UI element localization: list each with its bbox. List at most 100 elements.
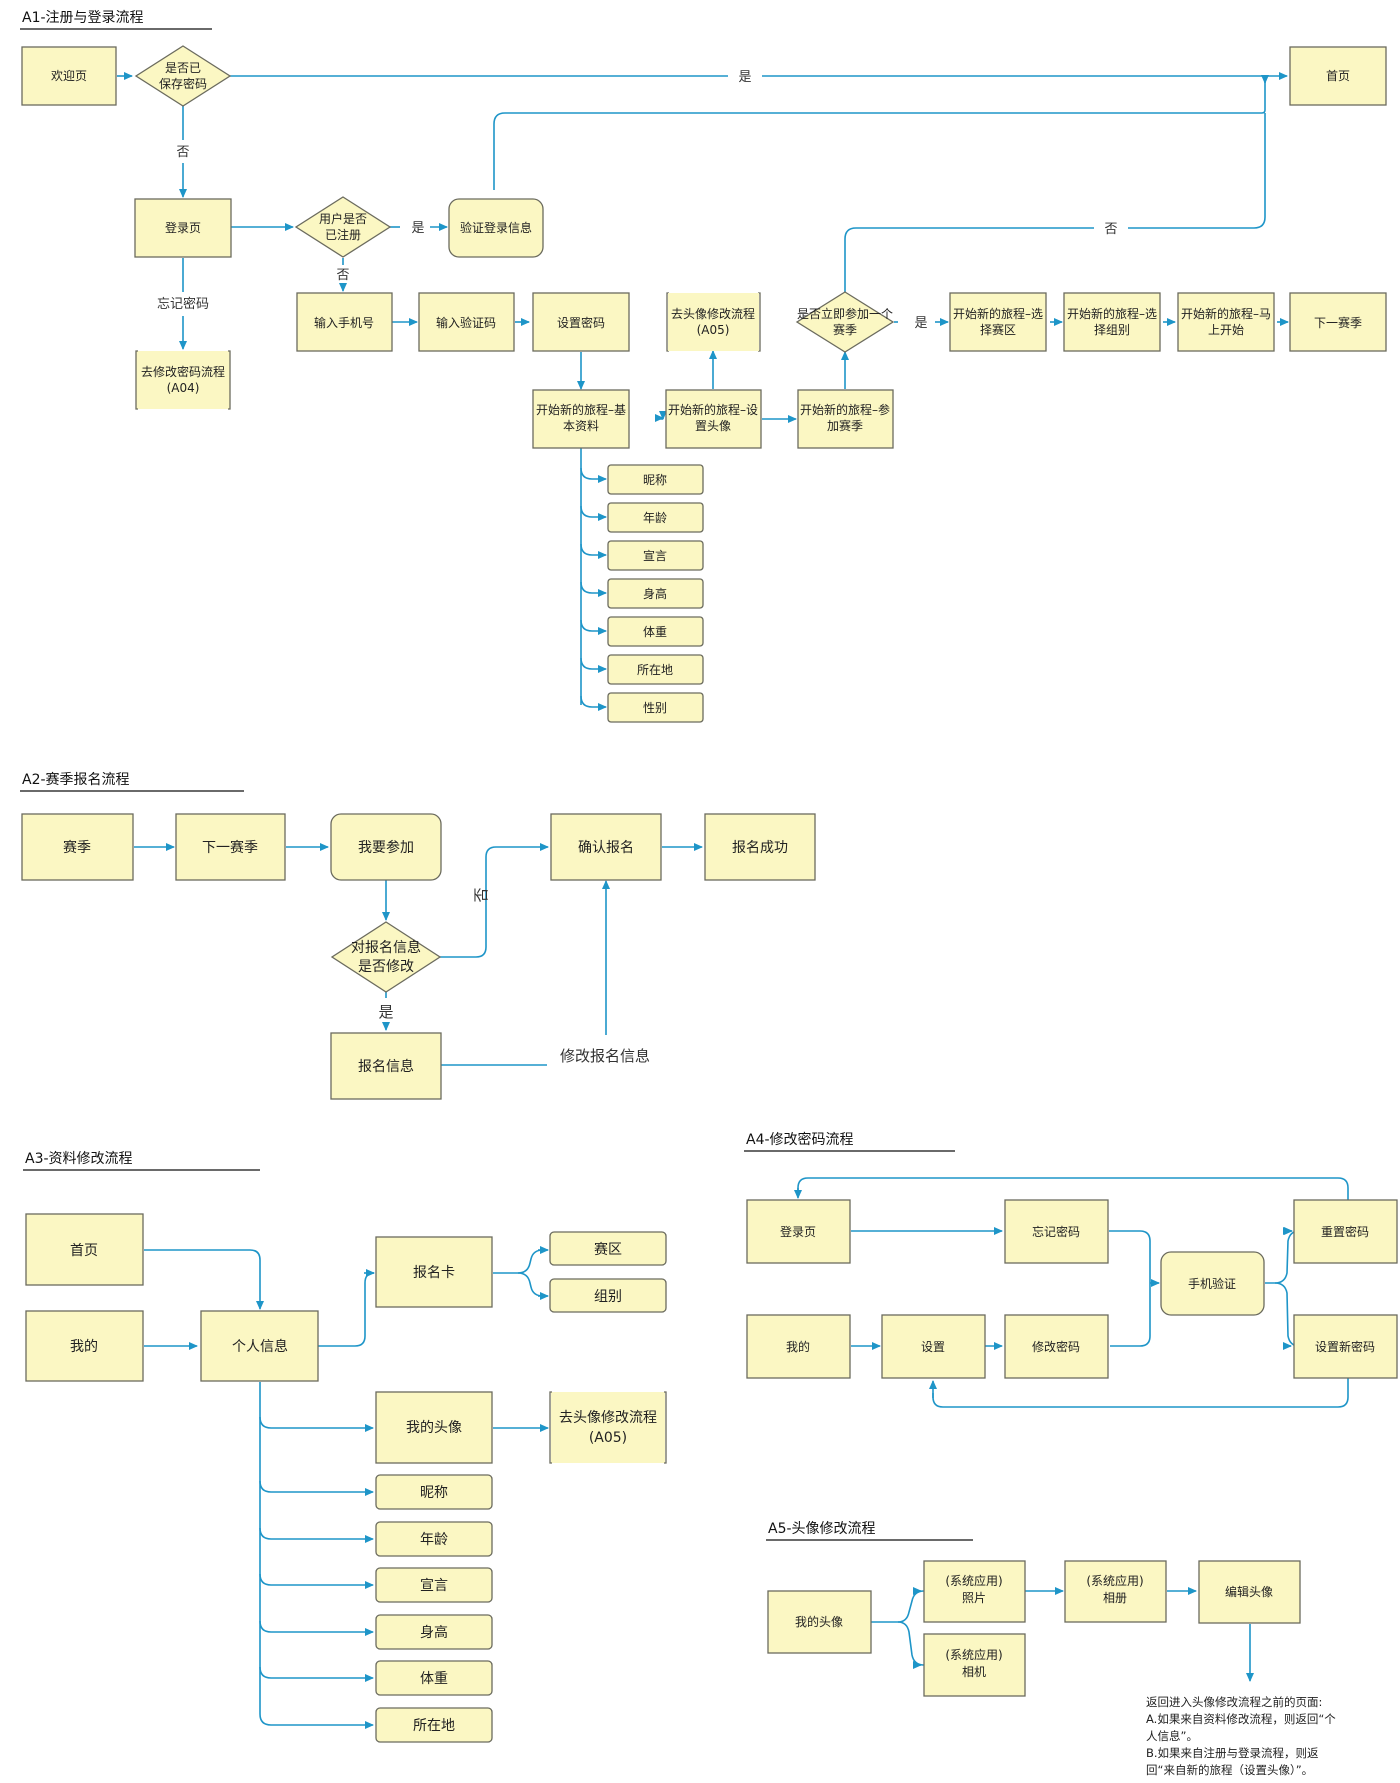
svg-text:相册: 相册 [1103,1591,1127,1605]
svg-text:置头像: 置头像 [695,419,731,433]
svg-text:用户是否: 用户是否 [319,211,367,226]
node-join: 我要参加 [330,813,442,881]
node-goto-avatar: 去头像修改流程 (A05) [666,292,761,352]
label-yes-join: 是 [914,316,927,331]
field-age-a3: 年龄 [375,1521,493,1557]
field-location: 所在地 [607,654,704,685]
node-personal-info: 个人信息 [200,1310,319,1382]
node-change-password: 修改密码 [1004,1314,1109,1379]
svg-text:赛区: 赛区 [594,1242,622,1258]
svg-text:输入手机号: 输入手机号 [314,315,374,330]
svg-text:是否修改: 是否修改 [358,959,414,975]
field-nickname: 昵称 [607,464,704,495]
a5-edges [871,1587,1254,1682]
svg-text:首页: 首页 [1326,69,1350,83]
node-reset-password: 重置密码 [1293,1199,1398,1264]
svg-text:(A04): (A04) [167,381,200,395]
svg-text:是否立即参加一个: 是否立即参加一个 [797,306,893,321]
svg-text:宣言: 宣言 [420,1578,448,1594]
svg-text:下一赛季: 下一赛季 [1314,315,1362,330]
decision-join-now: 是否立即参加一个 赛季 [795,291,895,353]
svg-text:我的头像: 我的头像 [795,1614,843,1629]
node-photos: (系统应用)照片 [923,1560,1026,1623]
svg-text:年龄: 年龄 [420,1532,448,1548]
svg-text:开始新的旅程–基: 开始新的旅程–基 [536,402,626,417]
svg-text:开始新的旅程–设: 开始新的旅程–设 [668,402,758,417]
decision-registered: 用户是否 已注册 [294,196,392,258]
node-group: 组别 [549,1278,667,1313]
a1-edges [117,72,1289,711]
section-title-a4: A4-修改密码流程 [746,1131,854,1148]
node-home: 首页 [1289,46,1387,106]
svg-text:对报名信息: 对报名信息 [351,939,421,956]
svg-text:输入验证码: 输入验证码 [436,315,496,330]
svg-text:B.如果来自注册与登录流程，则返: B.如果来自注册与登录流程，则返 [1146,1746,1319,1760]
section-a2-header: A2-赛季报名流程 [20,772,244,792]
svg-text:设置新密码: 设置新密码 [1315,1339,1375,1354]
return-note: 返回进入头像修改流程之前的页面: A.如果来自资料修改流程，则返回“个 人信息”… [1146,1695,1336,1777]
a1-nodes: 欢迎页 是否已 保存密码 首页 登录页 用户是否 已注册 验证登录信息 去修改密… [21,45,1387,723]
node-start-now: 开始新的旅程–马 上开始 [1177,292,1275,352]
a2-nodes: 赛季 下一赛季 我要参加 确认报名 报名成功 对报名信息 是否修改 报名信息 是… [21,813,816,1100]
svg-text:开始新的旅程–马: 开始新的旅程–马 [1181,306,1271,321]
node-new-password: 设置新密码 [1293,1314,1398,1379]
node-album: (系统应用)相册 [1064,1560,1167,1623]
svg-text:报名信息: 报名信息 [358,1058,414,1075]
node-season: 赛季 [21,813,134,881]
node-mine-a3: 我的 [25,1310,144,1382]
label-modify-info: 修改报名信息 [560,1047,650,1065]
svg-text:身高: 身高 [420,1624,448,1641]
node-forgot-a4: 忘记密码 [1004,1199,1109,1264]
svg-text:欢迎页: 欢迎页 [51,68,87,83]
node-basic-info: 开始新的旅程–基 本资料 [532,389,630,449]
svg-text:首页: 首页 [70,1243,98,1259]
field-age: 年龄 [607,502,704,533]
a3-edges [144,1246,549,1729]
node-confirm: 确认报名 [550,813,662,881]
svg-text:开始新的旅程–参: 开始新的旅程–参 [800,402,890,417]
node-enter-phone: 输入手机号 [296,292,393,352]
field-weight: 体重 [607,616,704,647]
svg-text:上开始: 上开始 [1208,323,1244,337]
svg-text:设置密码: 设置密码 [557,315,605,330]
svg-text:本资料: 本资料 [563,419,599,433]
svg-text:登录页: 登录页 [165,220,201,235]
svg-text:照片: 照片 [962,1591,986,1605]
node-enter-code: 输入验证码 [418,292,515,352]
node-zone: 赛区 [549,1231,667,1266]
svg-text:我的: 我的 [70,1339,98,1355]
node-goto-avatar-a3: 去头像修改流程 (A05) [549,1391,667,1464]
svg-text:手机验证: 手机验证 [1188,1276,1236,1291]
node-success: 报名成功 [704,813,816,881]
svg-text:(系统应用): (系统应用) [945,1647,1002,1662]
svg-text:设置: 设置 [921,1340,945,1354]
svg-text:报名成功: 报名成功 [732,840,788,856]
a4-nodes: 登录页 忘记密码 重置密码 手机验证 我的 设置 修改密码 设置新密码 [746,1199,1398,1379]
node-next-season-a2: 下一赛季 [175,813,286,881]
node-my-avatar-a3: 我的头像 [375,1391,493,1464]
svg-text:性别: 性别 [643,701,667,715]
node-home-a3: 首页 [25,1213,144,1286]
node-registration-info: 报名信息 [330,1032,442,1100]
svg-text:所在地: 所在地 [413,1718,455,1734]
svg-text:我的: 我的 [786,1339,810,1354]
field-nickname-a3: 昵称 [375,1474,493,1510]
label-no-modify: 否 [472,887,490,902]
node-next-season: 下一赛季 [1289,292,1387,352]
svg-text:回“来自新的旅程（设置头像）”。: 回“来自新的旅程（设置头像）”。 [1146,1763,1313,1777]
svg-text:所在地: 所在地 [637,663,673,677]
svg-text:返回进入头像修改流程之前的页面:: 返回进入头像修改流程之前的页面: [1146,1695,1322,1709]
node-edit-avatar: 编辑头像 [1198,1560,1301,1624]
svg-text:开始新的旅程–选: 开始新的旅程–选 [953,306,1043,321]
svg-text:已注册: 已注册 [325,227,361,242]
field-weight-a3: 体重 [375,1660,493,1696]
a3-nodes: 首页 我的 个人信息 报名卡 赛区 组别 我的头像 去头像修改流程 (A05) … [25,1213,667,1743]
svg-text:(A05): (A05) [697,323,730,337]
node-welcome: 欢迎页 [21,46,117,106]
label-yes-modify: 是 [378,1003,393,1021]
section-a3-header: A3-资料修改流程 [23,1151,260,1171]
svg-text:人信息”。: 人信息”。 [1146,1729,1198,1743]
node-set-password: 设置密码 [532,292,630,352]
section-a4-header: A4-修改密码流程 [744,1131,955,1152]
